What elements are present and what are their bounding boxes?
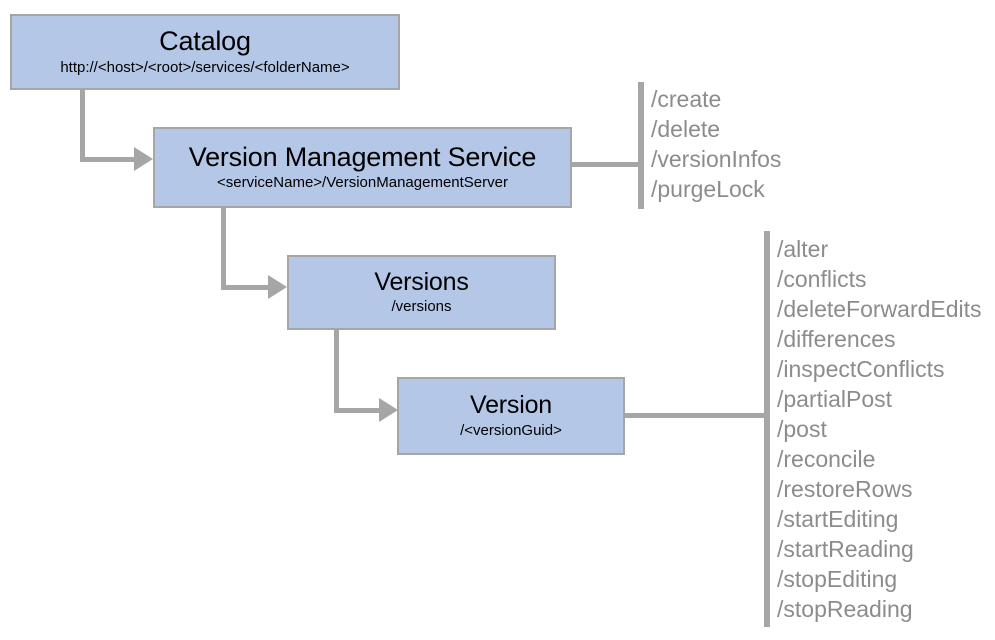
operation-item[interactable]: /delete: [651, 116, 721, 142]
operation-item[interactable]: /inspectConflicts: [777, 356, 945, 382]
node-version-title: Version: [470, 391, 552, 420]
operation-item[interactable]: /reconcile: [777, 446, 876, 472]
operation-item[interactable]: /differences: [777, 326, 896, 352]
operation-item[interactable]: /startReading: [777, 536, 914, 562]
connector-version-to-operations: [623, 413, 769, 418]
brace-service-operations: [638, 82, 644, 209]
operation-item[interactable]: /stopReading: [777, 596, 913, 622]
node-versions-title: Versions: [374, 267, 469, 296]
node-version[interactable]: Version /<versionGuid>: [397, 377, 625, 455]
brace-version-operations: [764, 231, 770, 627]
connector-versions-to-version-vertical: [334, 328, 339, 413]
connector-versions-to-version-horizontal: [334, 408, 382, 413]
connector-service-to-versions-horizontal: [221, 285, 271, 290]
node-version-management-service[interactable]: Version Management Service <serviceName>…: [153, 127, 572, 208]
operation-item[interactable]: /alter: [777, 236, 829, 262]
connector-service-to-versions-vertical: [221, 206, 226, 290]
node-versions-subtitle: /versions: [391, 298, 452, 316]
operation-item[interactable]: /post: [777, 416, 827, 442]
node-version-management-service-subtitle: <serviceName>/VersionManagementServer: [217, 174, 508, 192]
arrowhead-service-to-versions: [268, 275, 287, 299]
node-version-subtitle: /<versionGuid>: [460, 421, 562, 439]
operation-list-version: /alter/conflicts/deleteForwardEdits/diff…: [777, 234, 982, 624]
node-catalog[interactable]: Catalog http://<host>/<root>/services/<f…: [10, 14, 400, 90]
connector-service-to-operations: [570, 162, 643, 167]
operation-item[interactable]: /partialPost: [777, 386, 893, 412]
operation-item[interactable]: /create: [651, 86, 722, 112]
node-catalog-title: Catalog: [159, 26, 251, 57]
operation-item[interactable]: /purgeLock: [651, 176, 765, 202]
operation-item[interactable]: /startEditing: [777, 506, 899, 532]
operation-item[interactable]: /deleteForwardEdits: [777, 296, 982, 322]
connector-catalog-to-service-vertical: [80, 88, 85, 162]
connector-catalog-to-service-horizontal: [80, 157, 137, 162]
operation-item[interactable]: /stopEditing: [777, 566, 898, 592]
node-catalog-subtitle: http://<host>/<root>/services/<folderNam…: [60, 58, 350, 76]
node-versions[interactable]: Versions /versions: [287, 255, 556, 330]
arrowhead-versions-to-version: [379, 398, 398, 422]
arrowhead-catalog-to-service: [134, 147, 153, 171]
operation-list-service: /create/delete/versionInfos/purgeLock: [651, 84, 781, 204]
operation-item[interactable]: /versionInfos: [651, 146, 782, 172]
operation-item[interactable]: /restoreRows: [777, 476, 913, 502]
node-version-management-service-title: Version Management Service: [188, 141, 537, 172]
operation-item[interactable]: /conflicts: [777, 266, 867, 292]
